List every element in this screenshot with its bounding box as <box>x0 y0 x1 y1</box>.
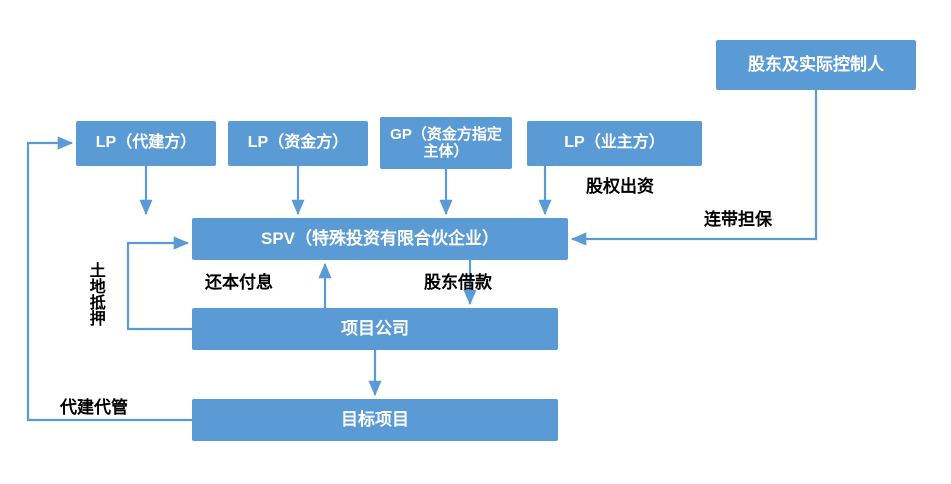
arrow-agency-management <box>26 136 192 422</box>
node-target-project[interactable]: 目标项目 <box>192 399 558 441</box>
label-equity-investment: 股权出资 <box>586 177 654 196</box>
node-spv-label: SPV（特殊投资有限合伙企业） <box>260 229 500 249</box>
arrow-land-mortgage <box>126 236 192 331</box>
node-gp[interactable]: GP（资金方指定主体） <box>380 117 512 169</box>
label-agency-management: 代建代管 <box>60 398 128 417</box>
label-land-mortgage: 土地抵押 <box>86 262 104 326</box>
node-gp-label: GP（资金方指定主体） <box>390 125 502 160</box>
node-lp-owner[interactable]: LP（业主方） <box>527 121 702 166</box>
node-lp-fund[interactable]: LP（资金方） <box>228 121 368 166</box>
node-target-project-label: 目标项目 <box>341 410 409 430</box>
label-shareholder-loan: 股东借款 <box>424 273 492 292</box>
label-repay-principal-interest: 还本付息 <box>205 273 273 292</box>
node-project-company-label: 项目公司 <box>341 319 409 339</box>
node-lp-owner-label: LP（业主方） <box>564 134 665 152</box>
node-shareholder[interactable]: 股东及实际控制人 <box>716 40 916 90</box>
label-joint-guarantee: 连带担保 <box>704 210 772 229</box>
node-lp-agent[interactable]: LP（代建方） <box>76 121 216 166</box>
node-project-company[interactable]: 项目公司 <box>192 308 558 350</box>
node-shareholder-label: 股东及实际控制人 <box>748 55 884 75</box>
node-spv[interactable]: SPV（特殊投资有限合伙企业） <box>192 218 568 260</box>
arrow-shareholder-to-spv <box>570 90 818 246</box>
node-lp-agent-label: LP（代建方） <box>95 134 197 152</box>
node-lp-fund-label: LP（资金方） <box>247 134 349 152</box>
